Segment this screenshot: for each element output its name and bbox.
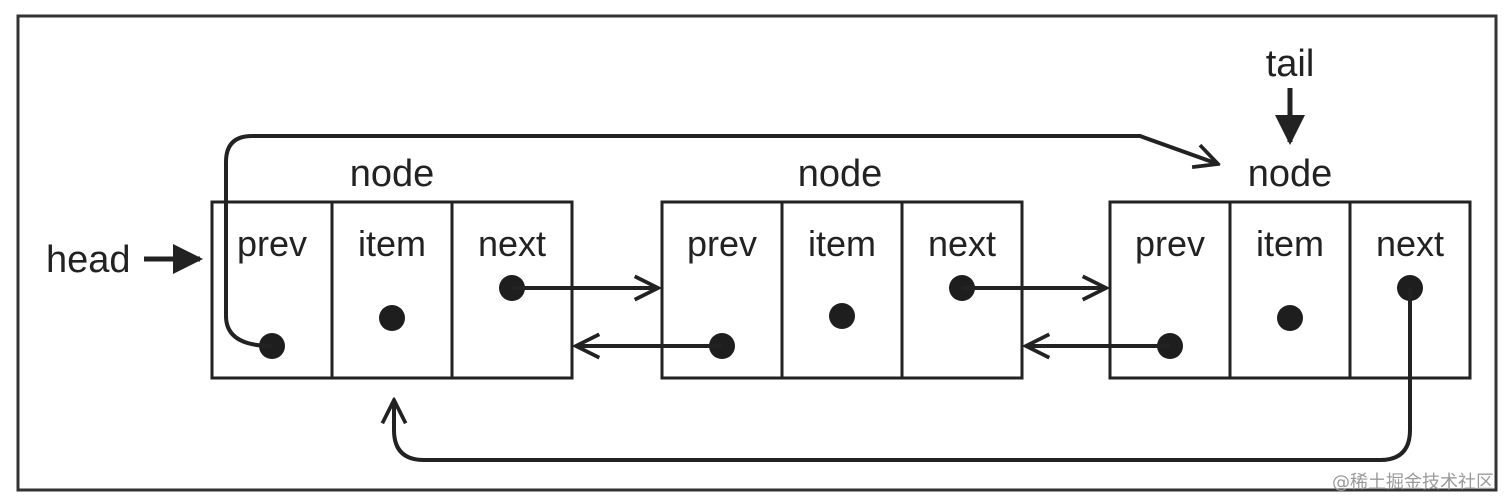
head-label: head [46, 239, 131, 281]
watermark-text: @稀土掘金技术社区 [1332, 472, 1494, 493]
node-3-item-dot [1277, 305, 1303, 331]
head-prev-to-tail-arrow [224, 134, 1218, 348]
node-1-prev-label: prev [237, 223, 307, 264]
node-3-prev-label: prev [1135, 223, 1205, 264]
tail-next-to-head-arrow [394, 288, 1412, 462]
node-1-next-label: next [478, 223, 546, 264]
node-3-next-label: next [1376, 223, 1444, 264]
node-1-item-label: item [358, 223, 426, 264]
outer-frame [16, 14, 1498, 492]
node-2-next-label: next [928, 223, 996, 264]
node-3-item-label: item [1256, 223, 1324, 264]
node-1-item-dot [379, 305, 405, 331]
node-2-prev-label: prev [687, 223, 757, 264]
node-3-title: node [1248, 153, 1333, 195]
node-1-title: node [350, 153, 435, 195]
node-2-title: node [798, 153, 883, 195]
tail-label: tail [1266, 43, 1315, 85]
node-2-item-label: item [808, 223, 876, 264]
node-2-item-dot [829, 303, 855, 329]
